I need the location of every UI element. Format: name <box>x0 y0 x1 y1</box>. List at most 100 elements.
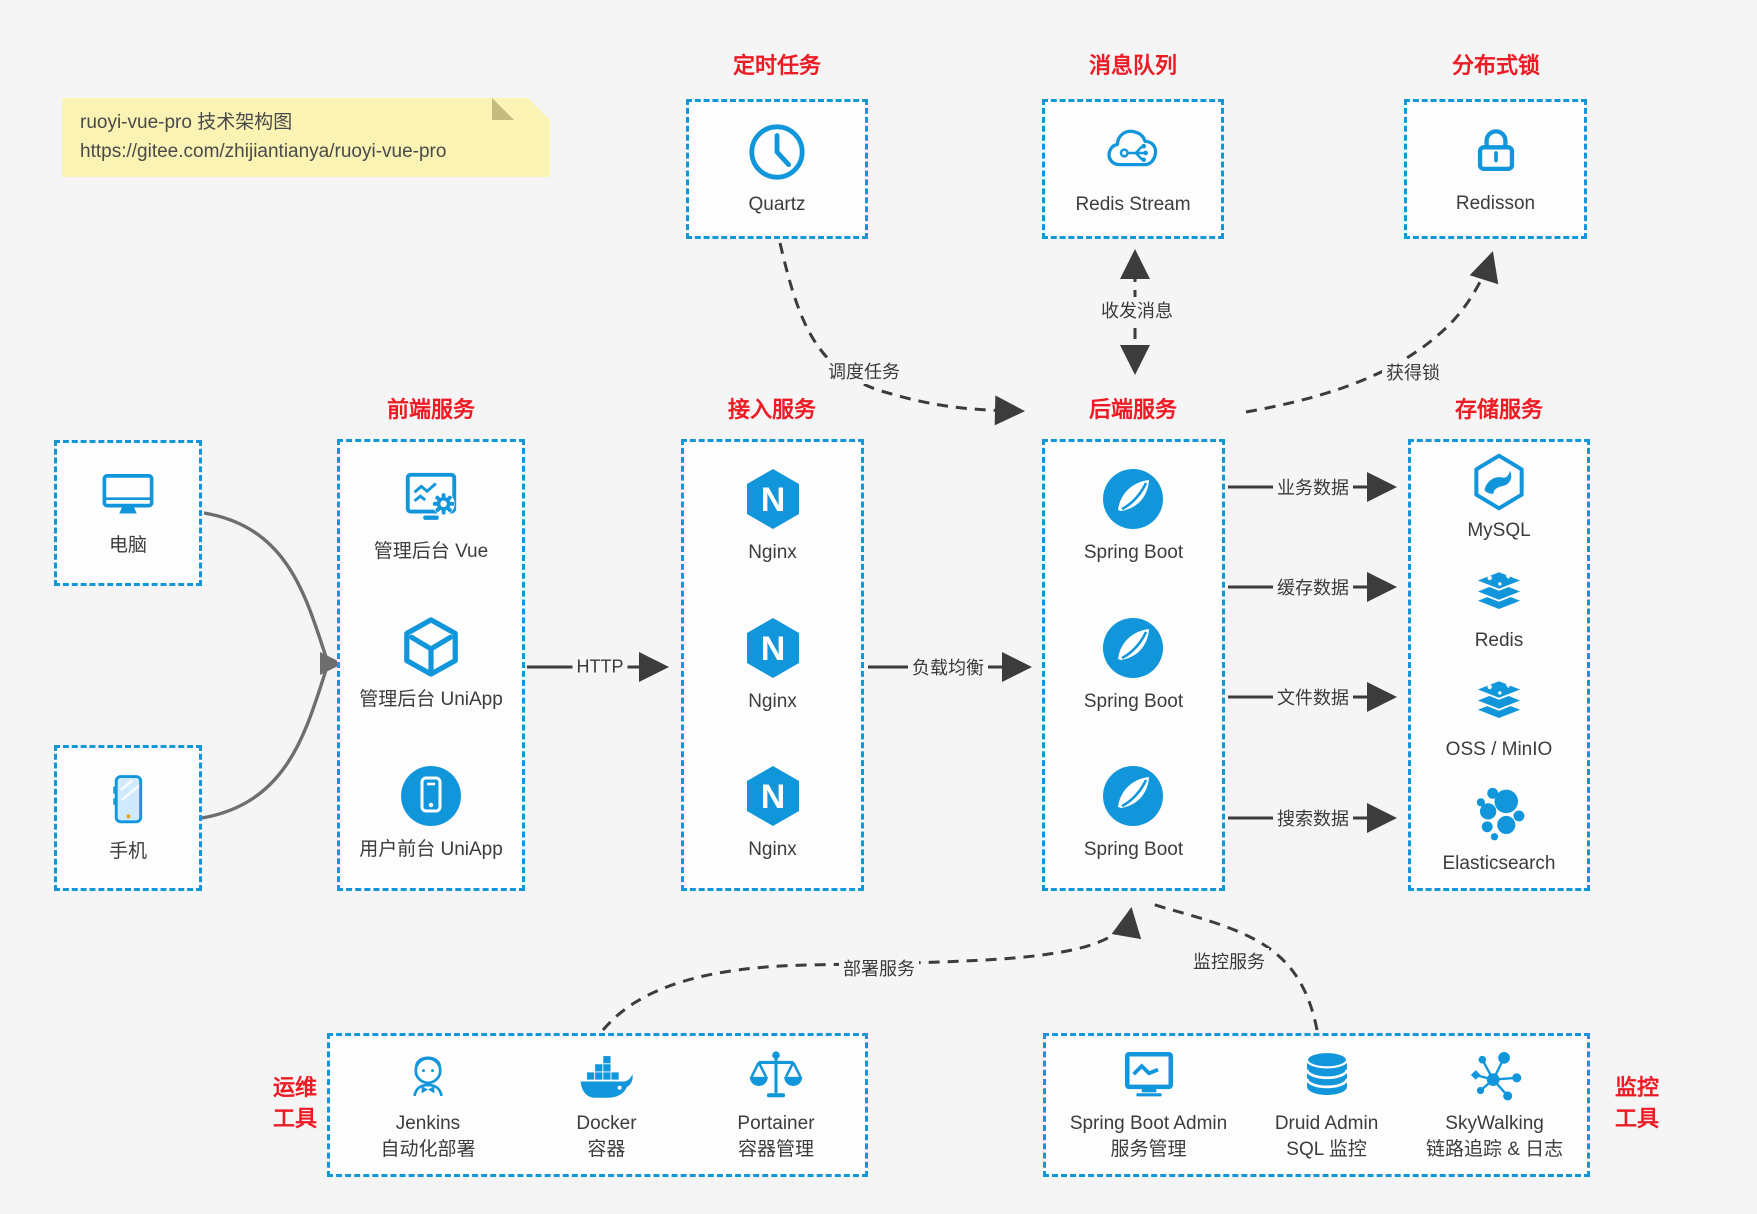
node-label: Elasticsearch <box>1442 852 1556 874</box>
node-redis: Redis <box>1468 567 1530 654</box>
edge-label-business-data: 业务数据 <box>1273 474 1353 500</box>
node-spring-boot-3: Spring Boot <box>1084 764 1183 863</box>
node-sublabel: SQL 监控 <box>1286 1139 1367 1160</box>
skywalking-icon <box>1466 1047 1524 1105</box>
node-label: 管理后台 Vue <box>373 540 489 562</box>
edge-label-message: 收发消息 <box>1097 297 1177 323</box>
edge-label-load-balance: 负载均衡 <box>908 654 988 680</box>
node-label: Redisson <box>1455 192 1536 214</box>
portainer-icon <box>747 1047 805 1105</box>
node-desktop: 电脑 <box>97 468 159 559</box>
node-label: Portainer <box>737 1113 815 1135</box>
nginx-icon <box>741 616 805 680</box>
nginx-icon <box>741 467 805 531</box>
node-nginx-2: Nginx <box>741 616 805 715</box>
edge-label-monitor-service: 监控服务 <box>1189 948 1269 974</box>
uniapp-cube-icon <box>399 616 463 678</box>
desktop-icon <box>97 468 159 524</box>
node-portainer: Portainer 容器管理 <box>737 1047 815 1162</box>
group-box-frontend: 管理后台 Vue 管理后台 UniApp 用户前台 UniApp <box>337 439 525 891</box>
node-mysql: MySQL <box>1467 453 1531 544</box>
node-label: MySQL <box>1467 520 1531 542</box>
spring-boot-icon <box>1101 616 1165 680</box>
edge-label-acquire-lock: 获得锁 <box>1382 359 1444 385</box>
group-title-backend: 后端服务 <box>1088 397 1178 422</box>
node-label: 电脑 <box>108 534 147 556</box>
node-label: Spring Boot <box>1083 542 1184 563</box>
oss-minio-icon <box>1468 676 1530 730</box>
node-redis-stream: Redis Stream <box>1075 121 1191 218</box>
node-label: Nginx <box>748 839 797 861</box>
group-box-distributed-lock: Redisson <box>1404 99 1587 239</box>
node-label: Jenkins <box>395 1113 461 1135</box>
acquire-lock-arrow <box>1245 251 1499 414</box>
spring-boot-icon <box>1101 764 1165 828</box>
note-line2: https://gitee.com/zhijiantianya/ruoyi-vu… <box>80 141 447 163</box>
group-box-ops-tools: Jenkins 自动化部署 Docker 容器 Portainer 容器管理 <box>327 1033 868 1177</box>
nginx-icon <box>741 764 805 828</box>
node-quartz: Quartz <box>746 121 808 218</box>
group-title-gateway: 接入服务 <box>727 397 817 422</box>
spring-boot-icon <box>1101 467 1165 531</box>
edge-label-file-data: 文件数据 <box>1273 684 1353 710</box>
node-label: Nginx <box>748 542 797 563</box>
group-box-gateway: Nginx Nginx Nginx <box>681 439 864 891</box>
group-title-message-queue: 消息队列 <box>1088 53 1178 78</box>
node-label: 用户前台 UniApp <box>359 838 503 860</box>
client-box-desktop: 电脑 <box>54 440 202 586</box>
group-box-storage: MySQL Redis OSS / MinIO Elasticsearch <box>1408 439 1590 891</box>
mobile-icon <box>99 772 157 830</box>
elasticsearch-icon <box>1469 786 1529 844</box>
node-label: 手机 <box>108 840 147 862</box>
group-title-scheduled-task: 定时任务 <box>732 53 822 78</box>
node-spring-boot-2: Spring Boot <box>1084 616 1183 715</box>
mysql-icon <box>1469 453 1529 511</box>
node-redisson: Redisson <box>1456 122 1535 217</box>
node-skywalking: SkyWalking 链路追踪 & 日志 <box>1426 1047 1563 1162</box>
side-label-monitor-tools: 监控 工具 <box>1614 1075 1660 1131</box>
node-label: 管理后台 UniApp <box>359 688 503 710</box>
user-app-icon <box>399 764 463 828</box>
docker-icon <box>576 1047 636 1105</box>
node-mobile: 手机 <box>99 772 157 865</box>
node-admin-uniapp: 管理后台 UniApp <box>359 616 503 713</box>
node-label: Spring Boot <box>1083 839 1184 861</box>
admin-vue-icon <box>398 468 464 530</box>
node-sublabel: 容器 <box>587 1139 626 1160</box>
edge-label-cache-data: 缓存数据 <box>1273 574 1353 600</box>
redis-stream-cloud-icon <box>1101 121 1165 183</box>
edge-label-dispatch-task: 调度任务 <box>824 358 904 384</box>
node-label: Redis Stream <box>1075 193 1191 215</box>
edge-label-search-data: 搜索数据 <box>1273 805 1353 831</box>
title-note: ruoyi-vue-pro 技术架构图 https://gitee.com/zh… <box>62 98 550 177</box>
node-spring-boot-admin: Spring Boot Admin 服务管理 <box>1070 1047 1227 1162</box>
node-label: Spring Boot <box>1083 690 1184 712</box>
node-label: Spring Boot Admin <box>1069 1113 1228 1135</box>
node-sublabel: 自动化部署 <box>380 1139 476 1160</box>
druid-admin-icon <box>1298 1047 1356 1105</box>
group-title-frontend: 前端服务 <box>386 397 476 422</box>
node-label: Redis <box>1474 629 1524 651</box>
redis-icon <box>1468 567 1530 621</box>
edge-label-deploy-service: 部署服务 <box>839 955 919 981</box>
node-spring-boot-1: Spring Boot <box>1084 467 1183 566</box>
node-admin-vue: 管理后台 Vue <box>374 468 488 565</box>
node-user-uniapp: 用户前台 UniApp <box>359 764 503 863</box>
client-to-frontend-curves <box>201 511 328 820</box>
node-nginx-1: Nginx <box>741 467 805 566</box>
group-box-monitor-tools: Spring Boot Admin 服务管理 Druid Admin SQL 监… <box>1043 1033 1590 1177</box>
group-box-message-queue: Redis Stream <box>1042 99 1224 239</box>
node-elasticsearch: Elasticsearch <box>1443 786 1556 877</box>
node-label: Docker <box>576 1113 637 1135</box>
node-jenkins: Jenkins 自动化部署 <box>380 1047 475 1162</box>
note-line1: ruoyi-vue-pro 技术架构图 <box>80 112 293 133</box>
node-docker: Docker 容器 <box>576 1047 637 1162</box>
group-box-backend: Spring Boot Spring Boot Spring Boot <box>1042 439 1225 891</box>
jenkins-icon <box>399 1047 457 1105</box>
node-sublabel: 服务管理 <box>1110 1139 1187 1160</box>
side-label-ops-tools: 运维 工具 <box>272 1075 318 1131</box>
node-label: Druid Admin <box>1274 1113 1379 1135</box>
group-title-storage: 存储服务 <box>1454 397 1544 422</box>
node-sublabel: 容器管理 <box>737 1139 814 1160</box>
